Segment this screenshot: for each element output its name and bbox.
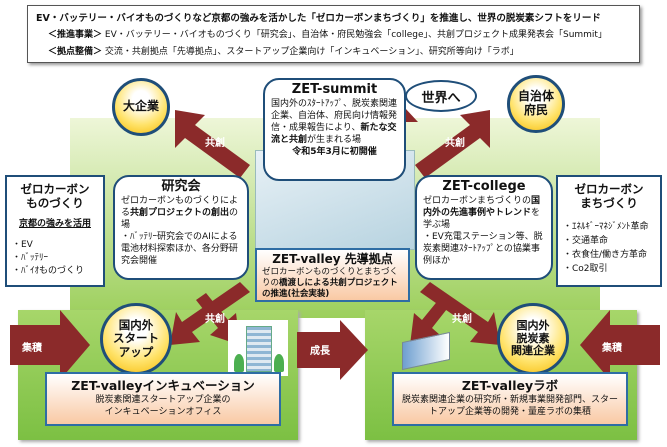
incubation-text: 脱炭素関連スタートアップ企業の インキュベーションオフィス: [95, 395, 231, 417]
world-label: 世界へ: [421, 90, 461, 106]
hub-text: ゼロカーボンものづくりとまちづくりの: [262, 267, 399, 288]
cocreate-arrow-bottom-right: [420, 282, 500, 345]
office-building-icon: [228, 320, 288, 376]
accumulate-arrow-left: [10, 310, 90, 380]
cocreate-arrow-top-right: [415, 110, 490, 178]
machizukuri-item: ・交通革命: [563, 236, 609, 246]
kenkyukai-text-2: の場: [121, 208, 239, 230]
college-text-bold: 国内外の先進事例やトレンド: [423, 196, 541, 218]
accumulate-label: 集積: [22, 343, 42, 354]
municipality-label: 自治体 府民: [517, 89, 554, 117]
summit-date: 令和5年3月に初開催: [292, 147, 377, 157]
accumulate-label: 集積: [602, 343, 622, 354]
summit-text-bold: 新たな交流と共創: [271, 123, 397, 145]
line2-text: EV・バッテリー・バイオものづくり「研究会」、自治体・府民勉強会「college…: [104, 30, 607, 40]
kenkyukai-bubble: 研究会 ゼロカーボンものづくりによる共創プロジェクトの創出の場 ・ﾊﾞｯﾃﾘｰ研…: [113, 175, 249, 280]
summit-title: ZET-summit: [291, 82, 378, 97]
world-bubble: 世界へ: [405, 80, 477, 112]
kenkyukai-text: ゼロカーボンものづくりによる: [121, 196, 239, 218]
accumulate-arrow-right: [580, 310, 660, 380]
college-title: ZET-college: [442, 179, 526, 194]
cocreate-label: 共創: [452, 314, 472, 325]
decarb-company-circle: 国内外 脱炭素 関連企業: [497, 303, 569, 375]
header-box: EV・バッテリー・バイオものづくりなど京都の強みを活かした「ゼロカーボンまちづく…: [27, 5, 640, 63]
monozukuri-title: ゼロカーボン ものづくり: [20, 182, 90, 210]
big-company-circle: 大企業: [112, 78, 170, 136]
cocreate-label: 共創: [205, 138, 225, 149]
college-text: ゼロカーボンまちづくりの: [423, 196, 532, 206]
line3-text: 交流・共創拠点「先導拠点」、スタートアップ企業向け「インキュベーション」、研究所…: [104, 47, 519, 57]
startup-label: 国内外 スタート アップ: [113, 318, 159, 359]
monozukuri-box: ゼロカーボン ものづくり 京都の強みを活用 ・EV ・ﾊﾞｯﾃﾘｰ ・ﾊﾞｲｵも…: [5, 175, 105, 287]
machizukuri-item: ・Co2取引: [563, 264, 608, 274]
cocreate-label: 共創: [445, 138, 465, 149]
machizukuri-item: ・衣食住/働き方革命: [563, 250, 648, 260]
growth-arrow: [297, 320, 368, 380]
incubation-title: ZET-valleyインキュベーション: [71, 378, 255, 393]
hub-text-2: (社会実装): [287, 289, 330, 299]
decarb-company-label: 国内外 脱炭素 関連企業: [511, 319, 555, 358]
hub-box: ZET-valley 先導拠点 ゼロカーボンものづくりとまちづくりの橋渡しによる…: [255, 248, 410, 302]
lab-title: ZET-valleyラボ: [461, 378, 559, 393]
line3-label: ＜拠点整備＞: [48, 47, 103, 57]
monozukuri-subtitle: 京都の強みを活用: [18, 219, 91, 229]
big-company-label: 大企業: [122, 99, 159, 114]
monozukuri-item: ・ﾊﾞｯﾃﾘｰ: [12, 253, 49, 263]
incubation-box: ZET-valleyインキュベーション 脱炭素関連スタートアップ企業の インキュ…: [45, 372, 281, 426]
lab-building-icon: [398, 325, 454, 371]
lab-text: 脱炭素関連企業の研究所・新規事業開発部門、スタートアップ企業等の開発・量産ラボの…: [401, 395, 618, 417]
college-text-2: を学ぶ場: [423, 208, 541, 230]
summit-text-2: が生まれる場: [307, 135, 362, 145]
hub-title: ZET-valley 先導拠点: [272, 252, 393, 266]
machizukuri-box: ゼロカーボン まちづくり ・ｴﾈﾙｷﾞｰﾏﾈｼﾞﾒﾝﾄ革命 ・交通革命 ・衣食住…: [556, 175, 662, 287]
monozukuri-item: ・EV: [12, 240, 33, 250]
lab-box: ZET-valleyラボ 脱炭素関連企業の研究所・新規事業開発部門、スタートアッ…: [392, 372, 628, 426]
growth-label: 成長: [310, 346, 330, 357]
cocreate-label: 共創: [205, 314, 225, 325]
machizukuri-title: ゼロカーボン まちづくり: [574, 182, 644, 210]
college-bullet: ・EV充電ステーション等、脱炭素関連ｽﾀｰﾄｱｯﾌﾟとの協業事例ほか: [423, 232, 543, 266]
kenkyukai-text-bold: 共創プロジェクトの創出: [130, 208, 230, 218]
kenkyukai-bullet: ・ﾊﾞｯﾃﾘｰ研究会でのAIによる電池材料探索ほか、各分野研究会開催: [121, 232, 238, 266]
municipality-circle: 自治体 府民: [507, 75, 565, 133]
summit-bubble: ZET-summit 国内外のｽﾀｰﾄｱｯﾌﾟ、脱炭素関連企業、自治体、府民向け…: [263, 78, 406, 181]
cocreate-arrow-bottom-right-2: [410, 293, 454, 345]
college-bubble: ZET-college ゼロカーボンまちづくりの国内外の先進事例やトレンドを学ぶ…: [415, 175, 553, 280]
machizukuri-item: ・ｴﾈﾙｷﾞｰﾏﾈｼﾞﾒﾝﾄ革命: [563, 222, 649, 232]
cocreate-arrow-top-left: [175, 110, 250, 178]
summit-text: 国内外のｽﾀｰﾄｱｯﾌﾟ、脱炭素関連企業、自治体、府民向け情報発信・成果報告によ…: [271, 99, 398, 133]
hub-text-bold: 橋渡しによる共創プロジェクトの推進: [262, 278, 398, 299]
line2-label: ＜推進事業＞: [48, 30, 103, 40]
headline: EV・バッテリー・バイオものづくりなど京都の強みを活かした「ゼロカーボンまちづく…: [36, 13, 601, 24]
monozukuri-item: ・ﾊﾞｲｵものづくり: [12, 266, 85, 276]
startup-circle: 国内外 スタート アップ: [100, 303, 172, 375]
kenkyukai-title: 研究会: [161, 179, 201, 194]
